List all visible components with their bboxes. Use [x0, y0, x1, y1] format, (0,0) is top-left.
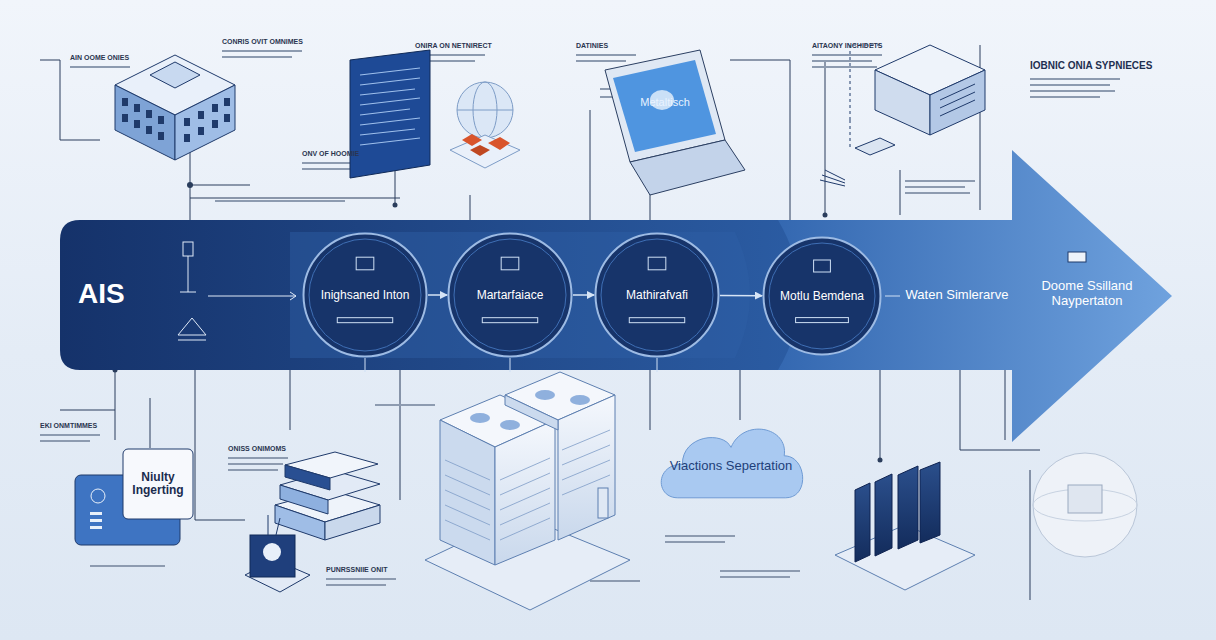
circle-icon — [814, 260, 831, 272]
circle-inner — [769, 243, 875, 349]
callout-heading: DATINIES — [576, 42, 656, 50]
cloud-node: Viactions Sepertation — [655, 418, 807, 502]
node-text: Niulty Ingerting — [125, 471, 191, 497]
node-text: Martarfaiace — [477, 288, 544, 302]
callout-heading: ONIRA ON NETNIRECT — [415, 42, 535, 50]
node-text: Mathirafvafi — [626, 288, 688, 302]
flow-arrow — [720, 295, 762, 297]
flow-arrow — [428, 294, 447, 296]
band-label: Doome Ssilland Naypertaton — [1024, 279, 1150, 309]
callout-heading: ONV OF HOOMIE — [302, 150, 402, 158]
circle-ring — [764, 238, 881, 355]
process-circle: Motlu Bemdena — [762, 236, 882, 356]
band-title: AIS — [78, 278, 158, 310]
info-card: Niulty Ingerting — [122, 448, 194, 520]
circle-ring — [304, 234, 427, 357]
circle-bar — [629, 318, 684, 323]
circle-bar — [482, 318, 537, 323]
callout-heading: CONRIS OVIT OMNIMES — [222, 38, 342, 46]
callout-heading: AITAONY INCHIDETS — [812, 42, 932, 50]
circle-inner — [601, 239, 713, 351]
circle-icon — [356, 257, 374, 270]
band-label: Waten Simlerarve — [898, 288, 1016, 303]
circle-inner — [454, 239, 566, 351]
process-circle: Inighsaned Inton — [302, 232, 428, 358]
node-text: Motlu Bemdena — [780, 289, 864, 303]
flow-arrow — [573, 294, 594, 296]
screen-text: Metaltisch — [630, 96, 700, 109]
callout-heading: ONISS ONIMOMS — [228, 445, 328, 453]
node-text: Inighsaned Inton — [321, 288, 410, 302]
card-outline — [123, 449, 193, 519]
diagram-title: IOBNIC ONIA SYPNIECES — [1030, 60, 1200, 72]
circle-icon — [648, 257, 666, 270]
circle-inner — [309, 239, 421, 351]
node-text: Viactions Sepertation — [670, 459, 793, 474]
circle-ring — [449, 234, 572, 357]
callout-heading: PUNRSSNIIE ONIT — [326, 566, 436, 574]
callout-heading: EKI ONMTIMMES — [40, 422, 140, 430]
circle-icon — [501, 257, 519, 270]
process-circle: Martarfaiace — [447, 232, 573, 358]
circle-bar — [337, 318, 392, 323]
circle-bar — [796, 318, 849, 323]
cloud-outline — [661, 429, 802, 498]
process-circle: Mathirafvafi — [594, 232, 720, 358]
callout-heading: AIN OOME ONIES — [70, 54, 190, 62]
circle-ring — [596, 234, 719, 357]
